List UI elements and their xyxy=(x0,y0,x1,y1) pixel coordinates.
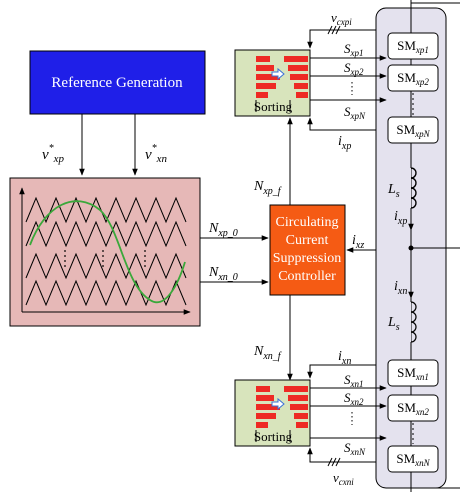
controller-label-line-1: Circulating xyxy=(276,215,339,230)
sort-arrow-top xyxy=(271,67,285,81)
submodule-xp2-label: SMxp2 xyxy=(397,70,429,87)
submodule-xp1-label: SMxp1 xyxy=(397,38,429,55)
sort-arrow-bottom xyxy=(271,397,285,411)
submodule-xp2 xyxy=(387,64,439,92)
ixz-label: ixz xyxy=(352,233,364,251)
nxn0-label: Nxn_0 xyxy=(208,265,238,283)
carrier-waveform-plot xyxy=(19,187,191,315)
ixp-sort-feedback-line xyxy=(307,117,376,131)
submodule-xn2 xyxy=(387,394,439,422)
sxn2-label: Sxn2 xyxy=(344,390,364,407)
sxpN-label: SxpN xyxy=(344,104,366,121)
carrier-triangle-1 xyxy=(25,196,187,224)
sxnN-label: SxnN xyxy=(344,440,366,457)
submodule-xpN-label: SMxpN xyxy=(396,122,430,139)
submodule-xn1-label: SMxn1 xyxy=(397,365,429,382)
sxp2-label: Sxp2 xyxy=(344,60,364,77)
submodule-xnN-label: SMxnN xyxy=(396,451,430,468)
carrier-triangle-2 xyxy=(25,220,187,248)
ixn-arm-label: ixn xyxy=(394,279,407,297)
controller-label-line-3: Suppression xyxy=(273,251,341,266)
submodule-xnN xyxy=(387,445,439,473)
ac-node-dot xyxy=(408,245,414,251)
sorting-block-top: Sorting xyxy=(234,49,311,117)
ixn-sort-feedback-line xyxy=(307,364,376,379)
carrier-triangle-4 xyxy=(25,279,187,307)
sxn1-label: Sxn1 xyxy=(344,372,364,389)
arm-inductor-bottom xyxy=(410,301,417,343)
submodule-xn1 xyxy=(387,359,439,387)
nxp0-label: Nxp_0 xyxy=(208,221,238,239)
vxn-ref-label: v*xn xyxy=(145,143,168,165)
inductor-bottom-label: Ls xyxy=(387,315,400,333)
vcxpi-label: vcxpi xyxy=(331,10,352,27)
vcxni-feedback-line xyxy=(307,447,376,463)
ixp-sort-label: ixp xyxy=(338,134,351,152)
sxp1-label: Sxp1 xyxy=(344,41,364,58)
sorting-label-bottom: Sorting xyxy=(254,429,293,444)
nxpf-label: Nxp_f xyxy=(253,179,282,197)
ixn-sort-label: ixn xyxy=(338,349,351,367)
submodule-xp1 xyxy=(387,32,439,60)
ixp-arm-label: ixp xyxy=(394,209,407,227)
nxnf-label: Nxn_f xyxy=(253,344,282,362)
vcxni-label: vcxni xyxy=(333,470,354,487)
reference-generation-block xyxy=(29,50,206,115)
reference-sine-wave xyxy=(29,200,186,303)
submodule-xpN xyxy=(387,116,439,144)
vcxpi-bus-slashes xyxy=(327,25,341,35)
vcxni-bus-slashes xyxy=(327,457,341,467)
controller-label-line-2: Current xyxy=(286,233,329,248)
inductor-top-label: Ls xyxy=(387,182,400,200)
vxp-ref-label: v*xp xyxy=(42,143,65,165)
carrier-triangle-3 xyxy=(25,252,187,280)
circulating-current-controller-block xyxy=(269,204,346,296)
sorting-label-top: Sorting xyxy=(254,99,293,114)
vcxpi-feedback-line xyxy=(307,29,376,49)
reference-generation-label: Reference Generation xyxy=(51,75,183,91)
sorting-block-bottom: Sorting xyxy=(234,379,311,447)
controller-label-line-4: Controller xyxy=(278,269,336,284)
submodule-xn2-label: SMxn2 xyxy=(397,400,429,417)
carrier-ellipsis-dots xyxy=(64,250,146,267)
